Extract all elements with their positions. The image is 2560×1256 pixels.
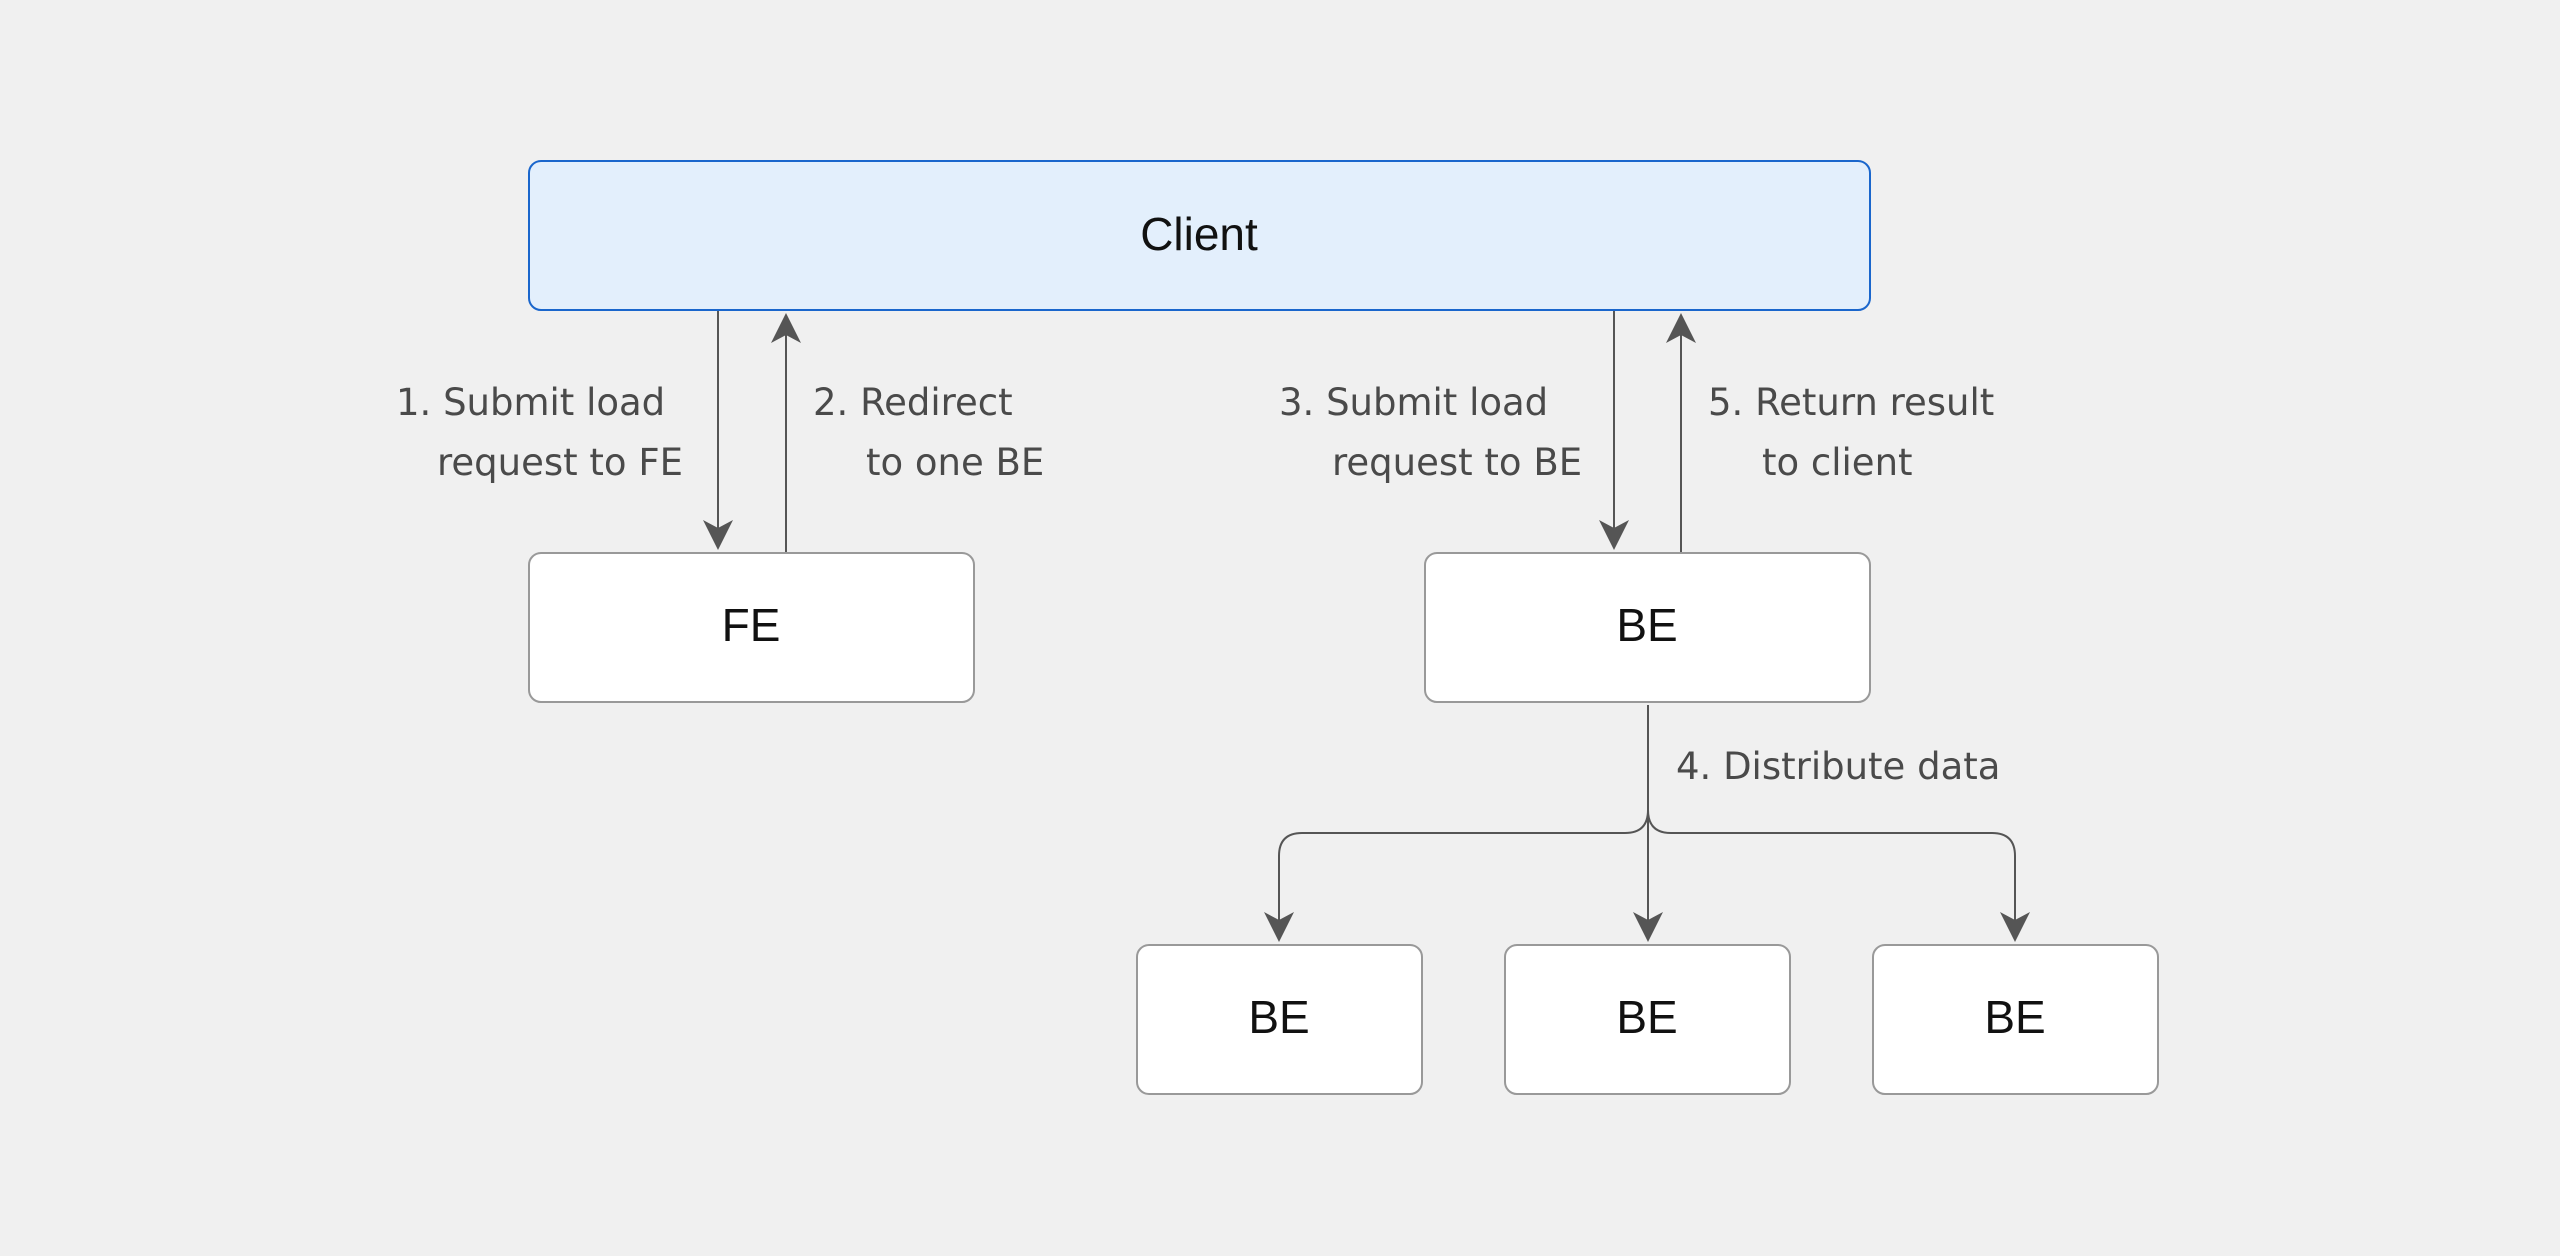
label-return-result-line1: 5. Return result [1708,381,1994,424]
edge-redirect [771,313,801,552]
edge-return-result [1666,313,1696,552]
arrow-up-icon [1666,313,1696,343]
arrow-down-icon [703,520,733,550]
label-redirect-line1: 2. Redirect [813,381,1013,424]
be-1-box [1136,944,1423,1095]
be-main-node: BE [1424,552,1871,703]
be-node-2: BE [1504,944,1791,1095]
be-main-label: BE [1616,599,1677,651]
be-3-box [1872,944,2159,1095]
fe-box [528,552,975,703]
fe-node: FE [528,552,975,703]
label-distribute-data: 4. Distribute data [1676,745,2000,788]
arrow-down-icon [2000,912,2030,942]
edge-submit-to-be [1599,311,1629,550]
edge-distribute-data [1264,705,2030,942]
client-label: Client [1140,208,1258,260]
arrow-down-icon [1264,912,1294,942]
be-3-label: BE [1984,991,2045,1043]
label-submit-to-fe-line1: 1. Submit load [396,381,665,424]
be-node-1: BE [1136,944,1423,1095]
arrow-up-icon [771,313,801,343]
be-2-box [1504,944,1791,1095]
client-node: Client [528,160,1871,311]
edge-distribute-right-branch [1647,809,2016,922]
client-box [528,160,1871,311]
be-1-label: BE [1248,991,1309,1043]
arrow-down-icon [1599,520,1629,550]
edge-submit-to-fe [703,311,733,550]
be-2-label: BE [1616,991,1677,1043]
fe-label: FE [722,599,781,651]
be-main-box [1424,552,1871,703]
be-node-3: BE [1872,944,2159,1095]
label-submit-to-be-line2: request to BE [1332,441,1582,484]
label-redirect-line2: to one BE [866,441,1044,484]
label-return-result-line2: to client [1762,441,1913,484]
edge-distribute-left-branch [1278,809,1649,922]
label-submit-to-be-line1: 3. Submit load [1279,381,1548,424]
label-submit-to-fe-line2: request to FE [437,441,683,484]
arrow-down-icon [1633,912,1663,942]
